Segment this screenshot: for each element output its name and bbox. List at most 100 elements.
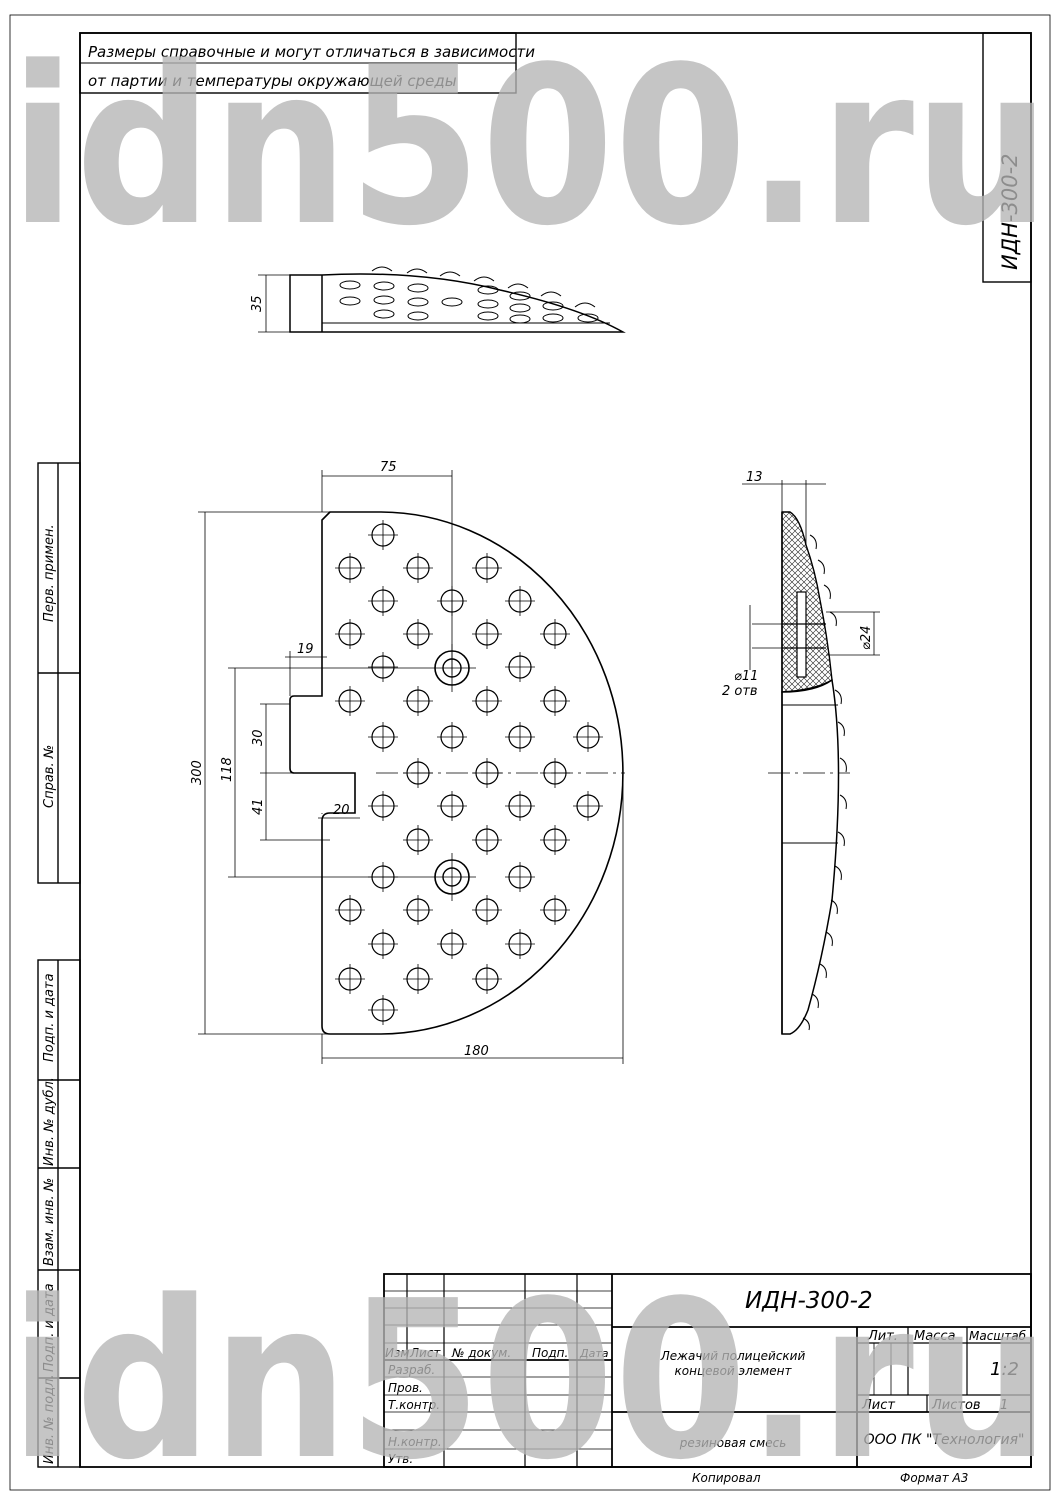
tb-designation: ИДН-300-2: [745, 1288, 873, 1314]
section-view: [742, 480, 880, 1035]
tb-masshtab: Масштаб: [969, 1329, 1027, 1343]
dim-hole-diameter: ⌀11: [734, 669, 758, 684]
stud-crosshair: [437, 929, 467, 959]
stud-crosshair: [540, 619, 570, 649]
stud-crosshair: [472, 895, 502, 925]
reference-note: Размеры справочные и могут отличаться в …: [79, 32, 535, 94]
dim-slot-lower: 41: [251, 798, 266, 815]
side-oval: [509, 314, 531, 324]
stud-crosshair: [335, 686, 365, 716]
stud-crosshair: [505, 722, 535, 752]
stud-crosshair: [368, 722, 398, 752]
stud-crosshair: [403, 619, 433, 649]
side-oval: [339, 280, 361, 290]
stud-crosshair: [540, 686, 570, 716]
title-block: [383, 1273, 1032, 1468]
tb-list: Лист: [861, 1398, 895, 1413]
watermark-bottom: idn500.ru: [10, 1255, 1050, 1500]
stud-crosshair: [505, 652, 535, 682]
tb-row-utv: Утв.: [388, 1452, 413, 1466]
stud-crosshair: [505, 791, 535, 821]
side-oval: [373, 295, 395, 305]
stud-crosshair: [335, 619, 365, 649]
side-oval: [407, 311, 429, 321]
note-line-2: от партии и температуры окружающей среды: [88, 72, 457, 90]
stud-crosshair: [437, 722, 467, 752]
tb-col-list: Лист: [409, 1346, 441, 1360]
margin-label-inv-podl: Инв. № подл.: [42, 1374, 57, 1464]
dim-notch-depth: 19: [297, 642, 314, 657]
tb-massa: Масса: [914, 1329, 955, 1344]
stud-crosshair: [403, 686, 433, 716]
stud-crosshair: [505, 929, 535, 959]
stud-crosshair: [472, 619, 502, 649]
stud-crosshair: [368, 791, 398, 821]
stud-crosshair: [472, 825, 502, 855]
footer-kopiroval: Копировал: [692, 1471, 761, 1485]
stud-crosshair: [472, 686, 502, 716]
corner-code: ИДН-300-2: [998, 153, 1022, 270]
side-oval: [477, 299, 499, 309]
side-view-ovals: [339, 280, 599, 324]
stud-crosshair: [573, 791, 603, 821]
stud-crosshair: [573, 722, 603, 752]
left-margin-lower: [37, 959, 81, 1468]
stud-crosshair: [368, 995, 398, 1025]
stud-crosshair: [335, 964, 365, 994]
stud-crosshair: [472, 964, 502, 994]
plan-view-studs: [335, 520, 603, 1025]
left-margin-upper: [37, 462, 81, 884]
tb-material: резиновая смесь: [679, 1436, 787, 1450]
margin-label-perv-primen: Перв. примен.: [42, 524, 57, 622]
note-line-1: Размеры справочные и могут отличаться в …: [88, 43, 535, 61]
dim-slot-upper: 30: [251, 729, 266, 746]
stud-crosshair: [403, 895, 433, 925]
stud-crosshair: [403, 825, 433, 855]
stud-crosshair: [437, 586, 467, 616]
stud-crosshair: [540, 895, 570, 925]
side-oval: [477, 311, 499, 321]
margin-label-podp-data-top: Подп. и дата: [42, 973, 57, 1062]
tb-listov-value: 1: [1000, 1398, 1008, 1413]
dim-slot-span: 118: [220, 757, 235, 782]
stud-crosshair: [368, 586, 398, 616]
plan-view: [289, 470, 625, 1035]
dim-total-height: 300: [190, 760, 205, 785]
tb-row-nkontr: Н.контр.: [388, 1435, 442, 1449]
side-oval: [441, 297, 463, 307]
watermark: idn500.ru idn500.ru: [10, 21, 1050, 1500]
dim-overall-width: 180: [464, 1044, 489, 1059]
stud-crosshair: [368, 929, 398, 959]
stud-crosshair: [472, 758, 502, 788]
stud-crosshair: [472, 553, 502, 583]
tb-name-line-1: Лежачий полицейский: [660, 1349, 806, 1363]
tb-name-line-2: концевой элемент: [675, 1364, 793, 1378]
tb-lit: Лит.: [867, 1329, 898, 1344]
section-hatch: [781, 511, 833, 693]
plan-outline: [289, 511, 624, 1035]
tb-col-doc: № докум.: [451, 1346, 511, 1360]
dim-bore-diameter: ⌀24: [859, 626, 874, 650]
side-oval: [339, 296, 361, 306]
footer-format: Формат А3: [900, 1471, 968, 1485]
margin-label-inv-dubl: Инв. № дубл.: [42, 1077, 57, 1166]
tb-col-izm: Изм: [385, 1346, 409, 1360]
dim-hole-count: 2 отв: [722, 684, 758, 699]
plan-dimension-lines: [198, 470, 624, 1064]
tb-organization: ООО ПК "Технология": [864, 1432, 1025, 1448]
side-oval: [509, 303, 531, 313]
side-oval: [542, 301, 564, 311]
side-oval: [509, 291, 531, 301]
stud-crosshair: [505, 586, 535, 616]
stud-crosshair: [437, 791, 467, 821]
side-oval: [407, 283, 429, 293]
tb-listov: Листов: [931, 1398, 981, 1413]
side-oval: [577, 313, 599, 323]
stud-crosshair: [403, 964, 433, 994]
dim-step-depth: 20: [333, 803, 350, 818]
stud-crosshair: [505, 862, 535, 892]
side-oval: [477, 285, 499, 295]
dim-top-width: 75: [380, 460, 397, 475]
side-oval: [373, 281, 395, 291]
